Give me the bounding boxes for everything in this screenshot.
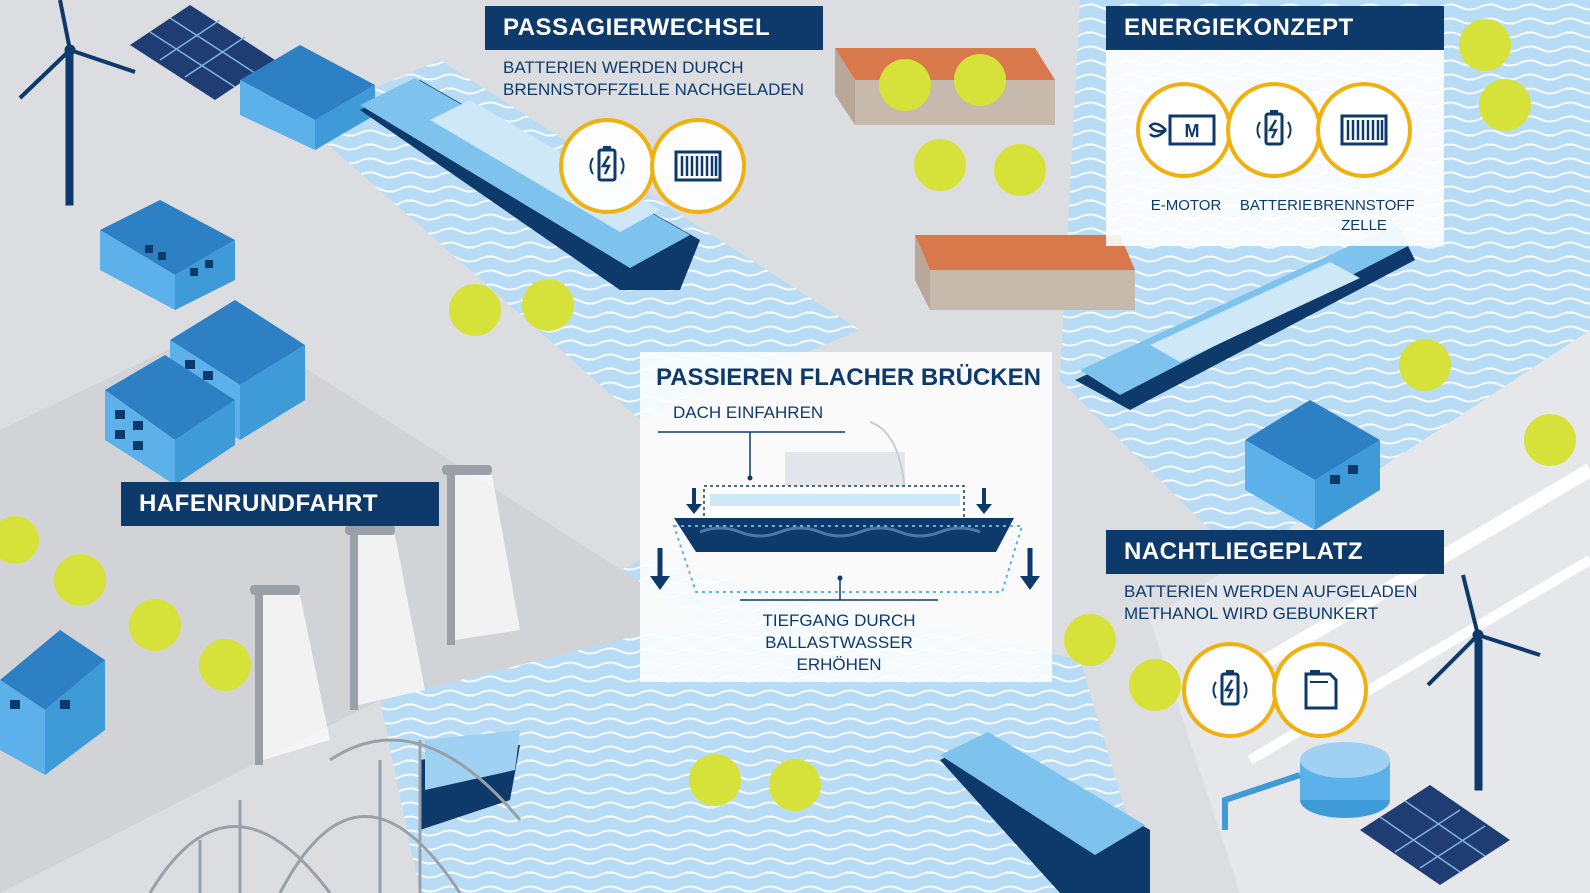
lamp-post (250, 465, 520, 765)
ship-illustration (940, 732, 1150, 893)
label-e-motor: E-MOTOR (1150, 197, 1222, 214)
building-icon (100, 200, 235, 310)
caption-tiefgang: TIEFGANG DURCH BALLASTWASSER ERHÖHEN (640, 610, 1038, 676)
caption-line: ERHÖHEN (796, 655, 882, 674)
ship-illustration (1075, 225, 1415, 410)
building-icon (0, 630, 105, 775)
building-icon (105, 355, 235, 485)
caption-line: BATTERIEN WERDEN AUFGELADEN (1124, 582, 1418, 601)
building-icon (1245, 400, 1380, 530)
caption-line: BATTERIEN WERDEN DURCH (503, 58, 744, 77)
section-title-nachtliegeplatz: NACHTLIEGEPLATZ (1106, 530, 1444, 574)
caption-passagierwechsel: BATTERIEN WERDEN DURCH BRENNSTOFFZELLE N… (503, 57, 804, 101)
label-line: BRENNSTOFF (1313, 197, 1415, 214)
label-brennstoffzelle: BRENNSTOFF ZELLE (1306, 196, 1422, 236)
section-title-hafenrundfahrt: HAFENRUNDFAHRT (121, 482, 439, 526)
warehouse-building (835, 48, 1055, 125)
caption-nachtliegeplatz: BATTERIEN WERDEN AUFGELADEN METHANOL WIR… (1124, 581, 1417, 625)
e-motor-icon: M (1136, 82, 1232, 178)
battery-charging-icon (1226, 82, 1322, 178)
fuel-canister-icon (1272, 642, 1368, 738)
arch-bridge (148, 738, 522, 893)
label-line: ZELLE (1341, 217, 1387, 234)
battery-charging-icon (1182, 642, 1278, 738)
caption-line: METHANOL WIRD GEBUNKERT (1124, 604, 1379, 623)
fuel-cell-icon (650, 118, 746, 214)
wind-turbine-icon (1426, 574, 1541, 791)
ship-cross-section-diagram (650, 421, 1040, 601)
caption-line: BRENNSTOFFZELLE NACHGELADEN (503, 80, 805, 99)
building-icon (240, 45, 375, 150)
caption-line: BALLASTWASSER (765, 633, 913, 652)
battery-charging-icon (559, 118, 655, 214)
methanol-tank (1222, 742, 1390, 830)
section-title-passieren: PASSIEREN FLACHER BRÜCKEN (656, 364, 1041, 391)
label-batterie: BATTERIE (1239, 197, 1313, 214)
solar-panel-icon (1360, 785, 1510, 885)
label-dach-einfahren: DACH EINFAHREN (673, 403, 824, 422)
caption-line: TIEFGANG DURCH (762, 611, 916, 630)
warehouse-building (915, 235, 1135, 310)
ship-illustration (420, 730, 520, 830)
motor-letter: M (1185, 121, 1200, 141)
solar-panel-icon (130, 5, 275, 100)
tree-icon (0, 19, 1576, 811)
section-title-passagierwechsel: PASSAGIERWECHSEL (485, 6, 823, 50)
fuel-cell-icon (1316, 82, 1412, 178)
section-title-energiekonzept: ENERGIEKONZEPT (1106, 6, 1444, 50)
wind-turbine-icon (18, 0, 136, 206)
